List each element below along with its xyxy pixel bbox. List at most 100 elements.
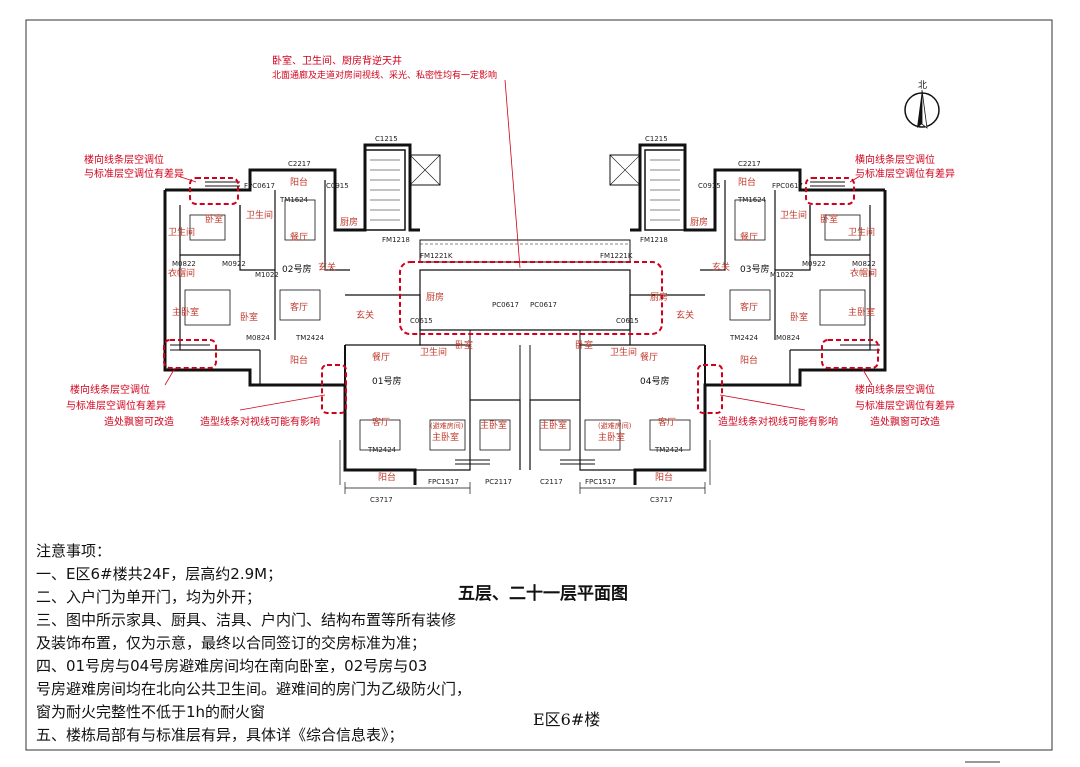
room-bathroom: 卫生间: [610, 346, 637, 358]
callout-top-center-2: 北面通廊及走道对房间视线、采光、私密性均有一定影响: [272, 69, 497, 81]
code-label: C0915: [326, 182, 349, 190]
room-dining: 餐厅: [372, 351, 390, 363]
callout-bottom-right-3: 造处飘窗可改造: [870, 415, 940, 428]
callout-top-left-1: 楼向线条层空调位: [84, 153, 164, 166]
code-label: M0922: [802, 260, 826, 268]
room-living: 客厅: [372, 416, 390, 428]
plan-right: [529, 143, 887, 494]
note-line-1: 一、E区6#楼共24F，层高约2.9M；: [36, 565, 283, 583]
room-bedroom: 卧室: [205, 213, 223, 225]
code-label: C2217: [738, 160, 761, 168]
room-bedroom: 卧室: [455, 339, 473, 351]
code-label: FM1218: [382, 236, 410, 244]
highlight-trim-left: [321, 364, 347, 414]
room-kitchen: 厨房: [690, 216, 708, 228]
code-label: M1022: [255, 271, 279, 279]
north-arrow-icon: [904, 89, 940, 129]
room-cloakroom: 衣帽间: [168, 267, 195, 279]
callout-bottom-left-4: 造型线条对视线可能有影响: [200, 415, 320, 428]
room-balcony: 阳台: [655, 471, 673, 483]
code-label: FM1221K: [600, 252, 633, 260]
room-dining: 餐厅: [290, 231, 308, 243]
room-living: 客厅: [658, 416, 676, 428]
code-label: TM2424: [295, 334, 325, 342]
room-bathroom: 卫生间: [780, 209, 807, 221]
room-refuge: (避难房间): [598, 421, 632, 430]
room-living: 客厅: [740, 301, 758, 313]
room-master-bedroom: 主卧室: [598, 431, 625, 443]
room-unit03: 03号房: [740, 263, 769, 275]
highlight-trim-right: [697, 364, 723, 414]
room-labels: 阳台 阳台 卧室 卧室 卫生间 卫生间 卫生间 卫生间 衣帽间 衣帽间 主卧室 …: [168, 176, 877, 483]
note-line-7: 窗为耐火完整性不低于1h的耐火窗: [36, 703, 266, 721]
room-balcony: 阳台: [378, 471, 396, 483]
code-label: C1215: [375, 135, 398, 143]
code-label: FPC0617: [244, 182, 275, 190]
room-balcony: 阳台: [290, 176, 308, 188]
room-bathroom: 卫生间: [848, 226, 875, 238]
room-cloakroom: 衣帽间: [850, 267, 877, 279]
code-label: C0615: [616, 317, 639, 325]
room-master-bedroom: 主卧室: [480, 419, 507, 431]
highlight-boxes: [163, 177, 879, 414]
room-master-bedroom: 主卧室: [848, 306, 875, 318]
code-label: TM2424: [654, 446, 684, 454]
room-foyer: 玄关: [712, 261, 730, 273]
code-label: C3717: [370, 496, 393, 504]
code-label: C3717: [650, 496, 673, 504]
room-living: 客厅: [290, 301, 308, 313]
callout-top-center-1: 卧室、卫生间、厨房背逆天井: [272, 54, 402, 67]
note-line-6: 号房避难房间均在北向公共卫生间。避难间的房门为乙级防火门，: [36, 680, 472, 698]
room-dining: 餐厅: [740, 231, 758, 243]
callout-bottom-left-2: 与标准层空调位有差异: [66, 399, 166, 412]
callout-bottom-right-4: 造型线条对视线可能有影响: [718, 415, 838, 428]
drawing-title: 五层、二十一层平面图: [458, 584, 628, 604]
room-bathroom: 卫生间: [246, 209, 273, 221]
code-label: C2217: [288, 160, 311, 168]
code-label: TM2424: [729, 334, 759, 342]
room-bathroom: 卫生间: [420, 346, 447, 358]
code-label: FM1221K: [420, 252, 453, 260]
code-label: FM1218: [640, 236, 668, 244]
code-label: M0824: [776, 334, 800, 342]
leader-lines: [164, 79, 873, 411]
code-label: TM1624: [737, 196, 767, 204]
room-balcony: 阳台: [290, 354, 308, 366]
callouts: 卧室、卫生间、厨房背逆天井 北面通廊及走道对房间视线、采光、私密性均有一定影响 …: [66, 54, 955, 428]
sheet-border: [25, 19, 1053, 751]
room-bathroom: 卫生间: [168, 226, 195, 238]
callout-top-left-2: 与标准层空调位有差异: [84, 167, 184, 180]
room-bedroom: 卧室: [240, 311, 258, 323]
room-kitchen: 厨房: [426, 291, 444, 303]
callout-bottom-left-3: 造处飘窗可改造: [104, 415, 174, 428]
code-label: M0824: [246, 334, 270, 342]
room-refuge: (避难房间): [430, 421, 464, 430]
callout-bottom-right-2: 与标准层空调位有差异: [855, 399, 955, 412]
code-label: PC0617: [530, 301, 557, 309]
room-kitchen: 厨房: [650, 291, 668, 303]
code-label: PC0617: [492, 301, 519, 309]
compass-label: 北: [918, 80, 927, 91]
notes-heading: 注意事项：: [36, 542, 112, 560]
callout-bottom-right-1: 楼向线条层空调位: [855, 383, 935, 396]
note-line-4: 及装饰布置，仅为示意，最终以合同签订的交房标准为准；: [36, 634, 427, 652]
note-line-2: 二、入户门为单开门，均为外开；: [36, 588, 262, 606]
room-unit02: 02号房: [282, 263, 311, 275]
note-line-3: 三、图中所示家具、厨具、洁具、户内门、结构布置等所有装修: [36, 611, 457, 629]
room-dining: 餐厅: [640, 351, 658, 363]
code-label: PC2117: [485, 478, 512, 486]
callout-bottom-left-1: 楼向线条层空调位: [70, 383, 150, 396]
callout-top-right-2: 与标准层空调位有差异: [855, 167, 955, 180]
room-unit01: 01号房: [372, 375, 401, 387]
room-balcony: 阳台: [738, 176, 756, 188]
code-label: M1022: [770, 271, 794, 279]
building-label: E区6#楼: [533, 710, 601, 729]
code-label: FPC0617: [772, 182, 803, 190]
code-label: TM2424: [367, 446, 397, 454]
code-label: FPC1517: [428, 478, 459, 486]
code-label: M0822: [852, 260, 876, 268]
code-label: C0615: [410, 317, 433, 325]
note-line-8: 五、楼栋局部有与标准层有异，具体详《综合信息表》；: [36, 726, 404, 744]
code-labels: C1215 C1215 C2217 C2217 C0915 C0915 FPC0…: [172, 135, 876, 504]
